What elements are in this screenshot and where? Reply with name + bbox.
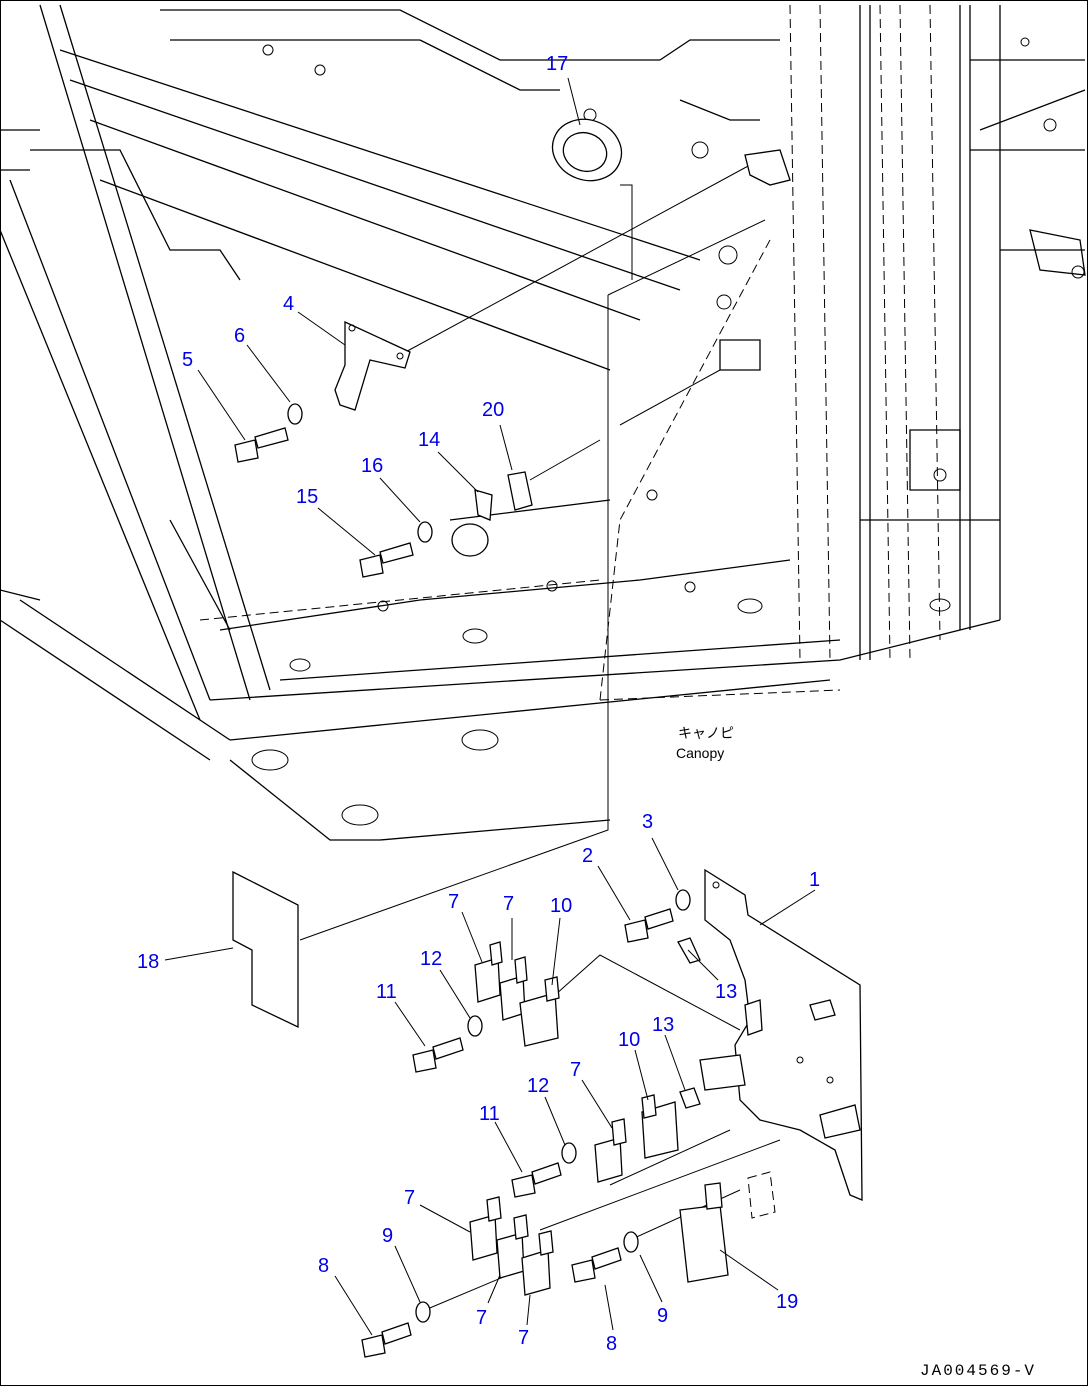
callout-19: 19 [776, 1291, 798, 1313]
leader-lines [164, 77, 816, 1336]
callout-7-f: 7 [518, 1327, 529, 1349]
projection-lines [299, 164, 781, 1311]
callout-10-b: 10 [618, 1029, 640, 1051]
callout-7-a: 7 [448, 891, 459, 913]
bolt-11a-part [412, 1037, 464, 1073]
drawing-code: JA004569-V [920, 1362, 1036, 1380]
callout-7-b: 7 [503, 893, 514, 915]
label-18-part [232, 870, 299, 1029]
callout-9-a: 9 [382, 1225, 393, 1247]
callout-2: 2 [582, 845, 593, 867]
bolt-8a-part [361, 1322, 412, 1358]
callout-6: 6 [234, 325, 245, 347]
callout-11-b: 11 [479, 1103, 500, 1125]
relay-7c-part [594, 1118, 627, 1183]
bolt-11b-part [511, 1162, 562, 1198]
relay-bracket-1-part [699, 868, 863, 1201]
callout-3: 3 [642, 811, 653, 833]
bolt-2-part [624, 908, 674, 943]
callout-14: 14 [418, 429, 440, 451]
pillar-bracket-part [744, 149, 791, 186]
callout-7-e: 7 [476, 1307, 487, 1329]
relay-group-lower [469, 1196, 554, 1296]
canopy-label-en: Canopy [676, 745, 724, 761]
callout-5: 5 [182, 349, 193, 371]
callout-7-c: 7 [570, 1059, 581, 1081]
clip-20-part [507, 471, 533, 511]
relay-10b-part [641, 1094, 679, 1159]
washer-16-part [417, 521, 433, 543]
relay-group-upper [474, 941, 560, 1047]
canopy-label-jp: キャノピ [678, 725, 734, 741]
callout-12-b: 12 [527, 1075, 549, 1097]
bolt-5-part [234, 427, 289, 463]
callout-16: 16 [361, 455, 383, 477]
washer-3-part [675, 889, 691, 911]
canopy-frame [0, 4, 1086, 841]
callout-15: 15 [296, 486, 318, 508]
bolt-8b-part [571, 1247, 622, 1283]
clamp-14-part [451, 489, 493, 557]
screw-13b-part [679, 1087, 701, 1109]
washer-9b-part [623, 1231, 639, 1253]
callout-11-a: 11 [376, 981, 397, 1003]
callout-20: 20 [482, 399, 504, 421]
washer-12b-part [561, 1142, 577, 1164]
washer-6-part [287, 403, 303, 425]
clip-bracket-part [334, 320, 411, 411]
callout-13-b: 13 [652, 1014, 674, 1036]
callout-12-a: 12 [420, 948, 442, 970]
callout-17: 17 [546, 53, 568, 75]
callout-8-b: 8 [606, 1333, 617, 1355]
callout-4: 4 [283, 293, 294, 315]
callout-7-d: 7 [404, 1187, 415, 1209]
callout-10-a: 10 [550, 895, 572, 917]
callout-8-a: 8 [318, 1255, 329, 1277]
washer-12a-part [467, 1015, 483, 1037]
callout-9-b: 9 [657, 1305, 668, 1327]
bolt-15-part [359, 542, 414, 578]
unit-19-part [679, 1171, 776, 1283]
callout-13-a: 13 [715, 981, 737, 1003]
callout-1: 1 [809, 869, 820, 891]
grommet-part [551, 118, 623, 182]
washer-9a-part [415, 1301, 431, 1323]
callout-18: 18 [137, 951, 159, 973]
